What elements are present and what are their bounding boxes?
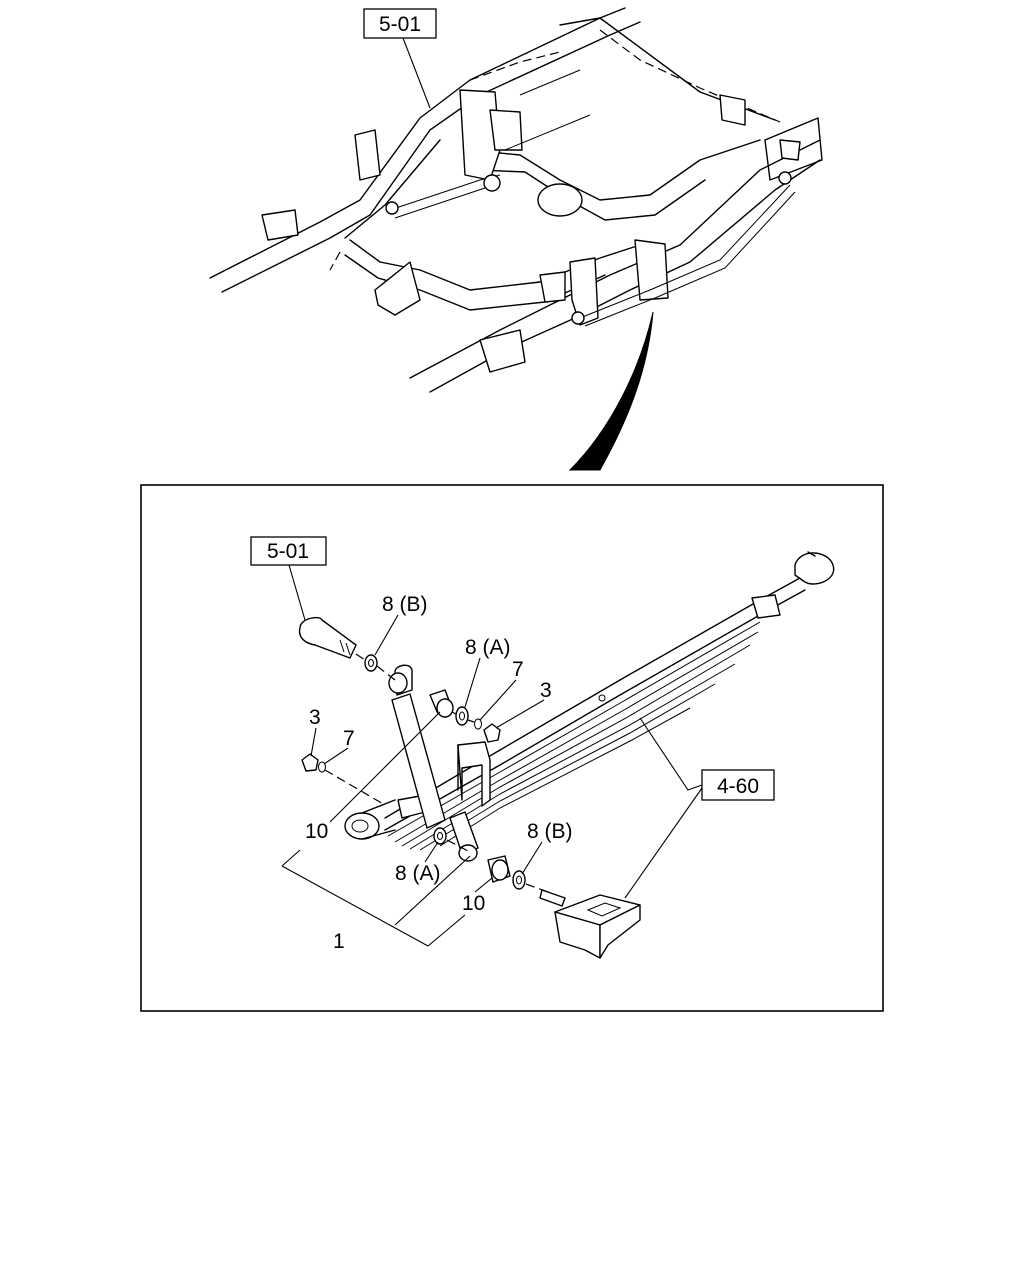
assembly-axes [324, 653, 549, 893]
callout-nut-left: 3 [309, 706, 321, 729]
frame-reference: 5-01 [363, 8, 437, 109]
callout-washer-b-upper: 8 (B) [382, 593, 428, 616]
shackle-bracket [539, 889, 641, 959]
nut-right-icon [483, 723, 501, 743]
callout-washer-a-upper: 8 (A) [465, 636, 511, 659]
callout-washer-a-lower: 8 (A) [395, 862, 441, 885]
pin-reference-label: 5-01 [267, 540, 309, 563]
callout-bushing-upper: 10 [305, 820, 328, 843]
callout-spring-assembly: 1 [333, 930, 345, 953]
callout-washer-b-lower: 8 (B) [527, 820, 573, 843]
detail-frame [140, 484, 884, 1012]
callout-bushing-lower: 10 [462, 892, 485, 915]
pin-reference: 5-01 [250, 536, 327, 621]
nut-left-icon [301, 753, 319, 772]
bracket-reference-label: 4-60 [717, 775, 759, 798]
callouts: 8 (B) 8 (A) 7 3 3 7 10 8 (B) 8 (A) 10 1 [281, 593, 573, 953]
lockwasher-right-icon [474, 718, 482, 730]
leaf-spring [344, 551, 835, 851]
washer-a-lower-icon [433, 827, 447, 845]
shock-absorber [388, 664, 479, 862]
callout-nut-right: 3 [540, 679, 552, 702]
frame-reference-label: 5-01 [379, 13, 421, 36]
lockwasher-left-icon [318, 761, 326, 773]
spring-pin [298, 616, 357, 659]
washer-b-lower-icon [512, 870, 526, 890]
washer-a-upper-icon [455, 706, 469, 726]
bracket-reference: 4-60 [624, 717, 775, 899]
callout-lockwasher-left: 7 [343, 727, 355, 750]
chassis-frame-illustration [209, 7, 823, 393]
callout-lockwasher-right: 7 [512, 658, 524, 681]
detail-arrow [568, 311, 654, 471]
hardware [301, 654, 526, 890]
washer-b-upper-icon [364, 654, 378, 672]
